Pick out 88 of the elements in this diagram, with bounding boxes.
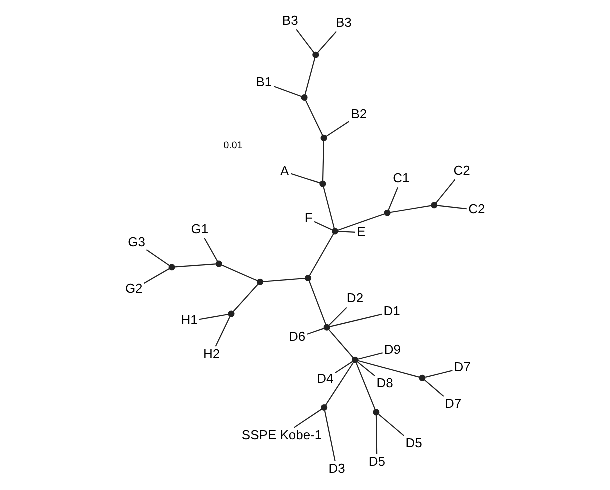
connector (221, 264, 258, 281)
connector (146, 249, 170, 266)
node-text: C2 (468, 201, 485, 216)
node-point (430, 202, 438, 208)
node-text: G1 (190, 220, 208, 236)
node-point (331, 228, 338, 234)
node-text: D6 (288, 328, 306, 344)
connector (424, 379, 444, 396)
connector (214, 316, 230, 346)
node-point (384, 209, 390, 216)
connector (304, 100, 323, 136)
connector (316, 30, 336, 53)
node-text: D1 (383, 302, 400, 318)
node-point (312, 51, 319, 58)
connector (358, 360, 420, 378)
connector (358, 352, 382, 360)
connector (308, 280, 326, 325)
connector (273, 86, 302, 97)
node-text: D2 (346, 290, 364, 306)
connector (334, 360, 353, 373)
node-text: G3 (128, 234, 145, 250)
connector (314, 220, 332, 230)
node-text: D4 (316, 370, 334, 386)
label: 0.01 (223, 140, 242, 152)
connector (436, 204, 466, 210)
connector (337, 213, 384, 230)
connector (296, 28, 314, 53)
connector (290, 172, 320, 184)
connector (388, 186, 398, 210)
node-text: C2 (453, 162, 470, 178)
connector (435, 178, 456, 203)
connector (294, 408, 322, 428)
connector (328, 328, 354, 358)
node-point (372, 408, 380, 416)
node-text: D3 (328, 460, 345, 476)
node-text: B3 (282, 12, 298, 28)
connector (356, 361, 375, 376)
node-text: B1 (256, 74, 272, 89)
connector (326, 120, 350, 137)
node-point (215, 260, 222, 267)
connector (425, 370, 452, 378)
connector (328, 306, 347, 326)
node-text: D9 (384, 341, 400, 356)
node-text: E (356, 224, 366, 239)
connector (324, 410, 336, 461)
node-text: D5 (405, 435, 422, 450)
connector (204, 238, 218, 262)
node-point (228, 310, 234, 317)
connector (232, 283, 258, 312)
connector (378, 414, 404, 436)
connector (322, 140, 324, 181)
node-text: B3 (335, 14, 352, 30)
node-point (168, 264, 175, 270)
connector (306, 328, 324, 334)
node-point (323, 324, 330, 330)
node-point (256, 278, 264, 285)
node-text: H2 (203, 346, 220, 361)
node-text: A (280, 162, 289, 178)
connector (143, 268, 170, 284)
connector (262, 277, 305, 282)
node-point (418, 374, 426, 381)
node-text: G2 (124, 280, 142, 296)
connector (174, 263, 216, 268)
connector (329, 313, 382, 327)
connector (390, 204, 432, 213)
node-text: F (304, 210, 312, 226)
node-text: H1 (180, 312, 198, 328)
connector (324, 362, 354, 406)
node-text: D8 (376, 375, 393, 390)
connector (338, 230, 355, 232)
node-point (352, 356, 358, 363)
connector (355, 362, 376, 410)
node-point (304, 274, 312, 282)
connector (322, 186, 335, 228)
node-text: B2 (350, 106, 367, 122)
node-point (320, 134, 327, 141)
node-text: D5 (368, 453, 385, 468)
connector (308, 233, 334, 276)
node-text: SSPE Kobe-1 (241, 426, 322, 442)
node-text: D7 (444, 396, 462, 411)
connector (198, 314, 228, 320)
connector (375, 414, 378, 454)
node-point (300, 94, 308, 100)
node-text: C1 (392, 170, 410, 186)
node-text: D7 (454, 359, 470, 374)
node-point (320, 404, 328, 411)
connector (304, 57, 316, 95)
node-point (319, 180, 326, 187)
